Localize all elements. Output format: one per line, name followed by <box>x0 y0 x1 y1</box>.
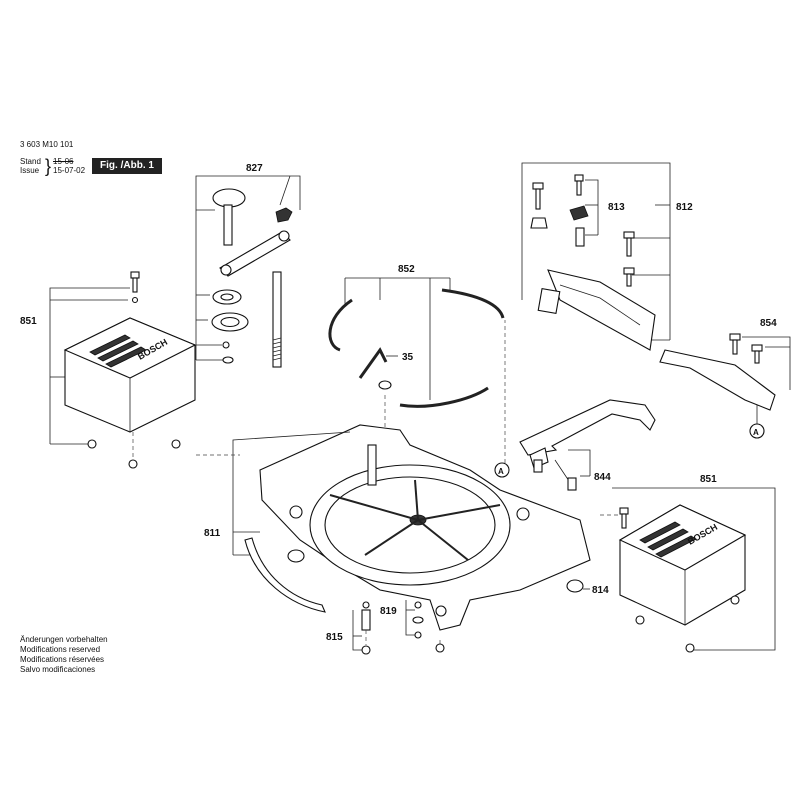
part-number: 3 603 M10 101 <box>20 140 74 149</box>
ref-a-top: A <box>753 428 759 437</box>
note-es: Salvo modificaciones <box>20 665 96 674</box>
callout-851-left: 851 <box>20 316 37 327</box>
callout-851-right: 851 <box>700 474 717 485</box>
issue-label: Issue <box>20 166 40 175</box>
cover-top-face-right <box>618 504 747 571</box>
callout-814: 814 <box>592 585 609 596</box>
stand-date: 15-06 <box>53 157 74 166</box>
note-fr: Modifications réservées <box>20 655 105 664</box>
callout-852: 852 <box>398 264 415 275</box>
callout-813: 813 <box>608 202 625 213</box>
callout-815: 815 <box>326 632 343 643</box>
nut-part <box>569 205 589 221</box>
group-812 <box>521 162 791 425</box>
group-852 <box>328 277 505 440</box>
note-en: Modifications reserved <box>20 645 101 654</box>
callout-812: 812 <box>676 202 693 213</box>
callout-827: 827 <box>246 163 263 174</box>
cover-left-851: BOSCH <box>49 271 197 469</box>
callout-35: 35 <box>402 352 414 363</box>
ref-a-top-circle <box>749 423 765 439</box>
stand-label: Stand <box>20 157 41 166</box>
figure-label: Fig. /Abb. 1 <box>92 158 162 174</box>
note-de: Änderungen vorbehalten <box>20 635 108 644</box>
group-827 <box>195 175 301 368</box>
callout-819: 819 <box>380 606 397 617</box>
issue-date: 15-07-02 <box>53 166 86 175</box>
clip-part <box>275 207 293 223</box>
callout-844: 844 <box>594 472 611 483</box>
bracket-plate-part <box>547 269 656 351</box>
cover-right-851: BOSCH <box>612 487 776 653</box>
scale-arc-part <box>244 537 326 613</box>
modification-notes: Änderungen vorbehalten Modifications res… <box>20 635 108 675</box>
callout-811: 811 <box>204 528 221 539</box>
guard-plate-part <box>659 349 776 411</box>
knob-part <box>212 188 246 208</box>
ref-a-bottom-circle <box>494 462 510 478</box>
callout-854: 854 <box>760 318 777 329</box>
ref-a-bottom: A <box>498 467 504 476</box>
base-assembly <box>232 424 591 655</box>
threaded-rod-part <box>272 271 282 368</box>
handle-844 <box>519 399 656 491</box>
header-brace: } <box>45 156 52 176</box>
